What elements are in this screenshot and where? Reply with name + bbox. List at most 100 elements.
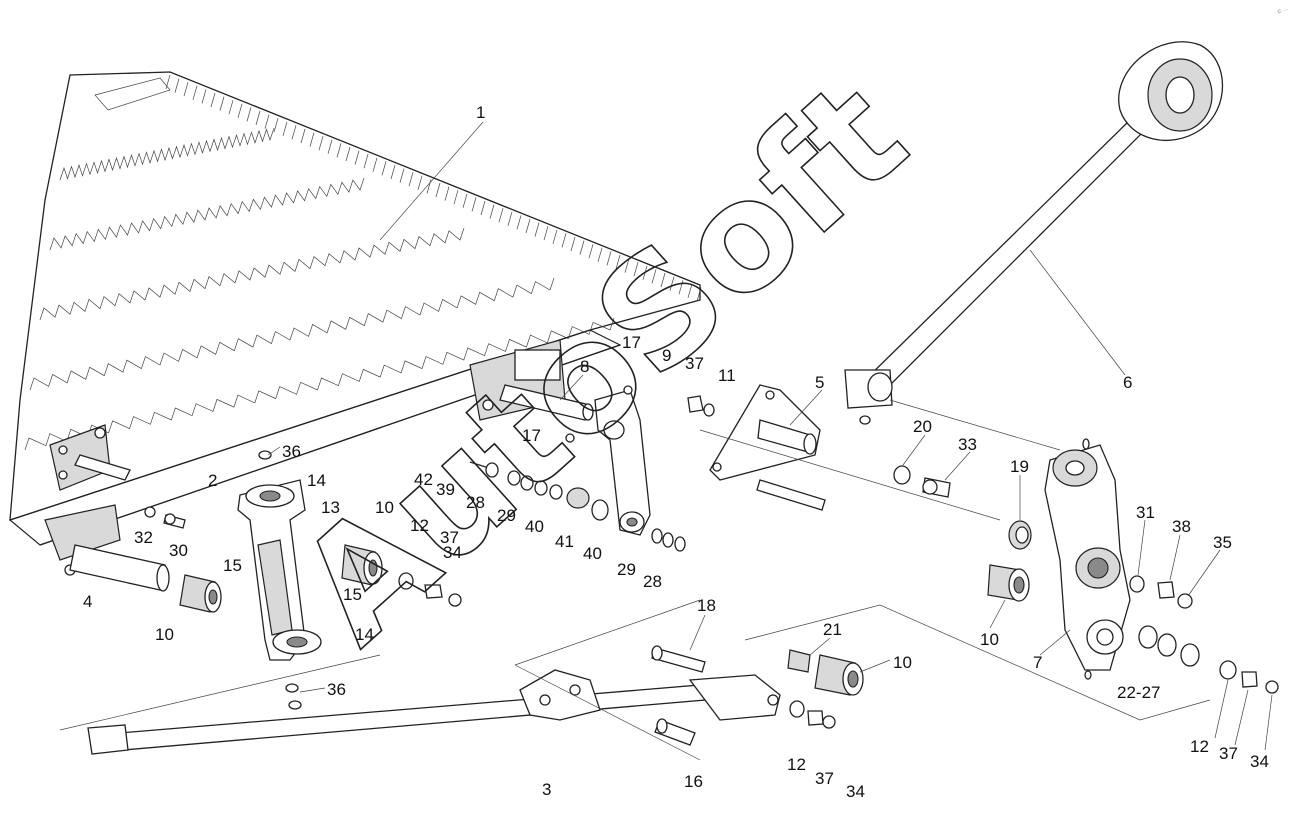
sieve-comb-tooth — [300, 128, 306, 144]
callout-label: 28 — [643, 572, 662, 591]
sieve-comb-tooth — [372, 157, 378, 172]
sieve-comb-tooth — [264, 114, 270, 129]
callout-label: 37 — [685, 354, 704, 373]
callout-label: 33 — [958, 435, 977, 454]
callout-label: 29 — [497, 506, 516, 525]
callout-label: 39 — [436, 480, 455, 499]
callout-label: 29 — [617, 560, 636, 579]
sieve-comb-tooth — [381, 161, 387, 176]
callout-label: 17 — [522, 426, 541, 445]
callout-label: 12 — [410, 516, 429, 535]
callout-label: 15 — [223, 556, 242, 575]
sieve-comb-tooth — [291, 125, 297, 140]
washer-32-bolt-30 — [144, 506, 186, 529]
callout-label: 12 — [787, 755, 806, 774]
callout-label: 7 — [1033, 653, 1042, 672]
callout-label: 36 — [327, 680, 346, 699]
sieve-comb-tooth — [219, 96, 225, 111]
sieve-comb-tooth — [336, 143, 342, 158]
callout-label: 11 — [718, 366, 736, 385]
sieve-comb-tooth — [624, 258, 630, 273]
callout-label: 4 — [83, 592, 92, 611]
sieve-comb-tooth — [273, 118, 279, 133]
sieve-comb-tooth — [471, 197, 477, 212]
sieve-tooth-row — [59, 127, 275, 181]
sieve-tooth-row — [39, 227, 465, 321]
assembly-centerlines — [59, 399, 1211, 761]
sieve-comb-tooth — [642, 265, 648, 280]
sieve-comb-tooth — [552, 229, 558, 244]
callout-label: 16 — [684, 772, 703, 791]
sieve-comb-tooth — [489, 204, 495, 219]
sieve-comb-tooth — [696, 287, 702, 302]
sieve-comb-tooth — [453, 190, 459, 205]
sieve-comb-tooth — [525, 218, 531, 234]
sieve-comb-tooth — [165, 74, 171, 90]
callout-label: 34 — [443, 543, 462, 562]
callout-label: 15 — [343, 585, 362, 604]
callout-label: 14 — [307, 471, 326, 490]
sieve-comb-tooth — [660, 272, 666, 288]
callout-label: 37 — [815, 769, 834, 788]
sieve-comb-tooth — [561, 233, 567, 248]
washer-stack-upper — [469, 461, 609, 521]
bushing-10-left — [179, 574, 222, 613]
corner-mark: © ... — [1276, 4, 1290, 15]
sieve-comb-tooth — [255, 110, 261, 126]
callout-label: 34 — [846, 782, 865, 801]
callout-label: 20 — [913, 417, 932, 436]
sieve-comb-tooth — [669, 276, 675, 291]
sieve-comb-tooth — [678, 280, 684, 295]
callout-label: 10 — [155, 625, 174, 644]
sieve-comb-tooth — [228, 100, 234, 115]
sieve-comb-tooth — [633, 262, 639, 277]
sieve-comb-tooth — [651, 269, 657, 284]
callout-label: 1 — [476, 103, 485, 122]
rocker-hardware — [1129, 575, 1279, 694]
callout-label: 3 — [542, 780, 551, 799]
washer-20-bolt-33 — [893, 465, 951, 498]
sieve-comb-tooth — [282, 121, 288, 136]
sieve-comb-tooth — [327, 139, 333, 154]
callout-label: 37 — [1219, 744, 1238, 763]
sieve-comb-tooth — [444, 186, 450, 201]
rocker-arm-7 — [1044, 438, 1131, 680]
sieve-comb-tooth — [579, 240, 585, 255]
sieve-comb-tooth — [183, 82, 189, 97]
callout-label: 37 — [440, 528, 459, 547]
connecting-rod-6 — [844, 41, 1223, 425]
sieve-comb-tooth — [687, 283, 693, 298]
callout-label: 10 — [375, 498, 394, 517]
callout-label: 10 — [893, 653, 912, 672]
sieve-comb-tooth — [435, 182, 441, 198]
bushing-10-right — [987, 564, 1030, 602]
callout-label: 35 — [1213, 533, 1232, 552]
crank-plate-5 — [709, 384, 826, 511]
pins-18-16 — [651, 645, 706, 746]
sieve-comb-tooth — [462, 193, 468, 208]
sieve-comb-tooth — [399, 168, 405, 183]
callout-label: 12 — [1190, 737, 1209, 756]
sieve-comb-tooth — [192, 85, 198, 100]
sieve-comb-tooth — [597, 247, 603, 262]
sieve-comb-tooth — [426, 179, 432, 194]
sieve-comb-tooth — [507, 211, 513, 226]
sieve-comb-tooth — [498, 208, 504, 223]
sieve-comb-tooth — [174, 78, 180, 93]
callout-label: 18 — [697, 596, 716, 615]
sieve-comb-tooth — [246, 107, 252, 122]
callout-label: 9 — [662, 346, 671, 365]
callout-label: 2 — [208, 471, 217, 490]
sieve-comb-tooth — [363, 154, 369, 169]
callout-label: 6 — [1123, 373, 1132, 392]
callout-label: 21 — [823, 620, 842, 639]
callout-label: 41 — [555, 532, 574, 551]
callout-label: 19 — [1010, 457, 1029, 476]
sieve-comb-tooth — [237, 103, 243, 118]
callout-label: 30 — [169, 541, 188, 560]
callout-label: 14 — [355, 625, 374, 644]
sieve-comb-tooth — [390, 164, 396, 180]
bracket-2 — [237, 450, 322, 710]
callout-label: 34 — [1250, 752, 1269, 771]
